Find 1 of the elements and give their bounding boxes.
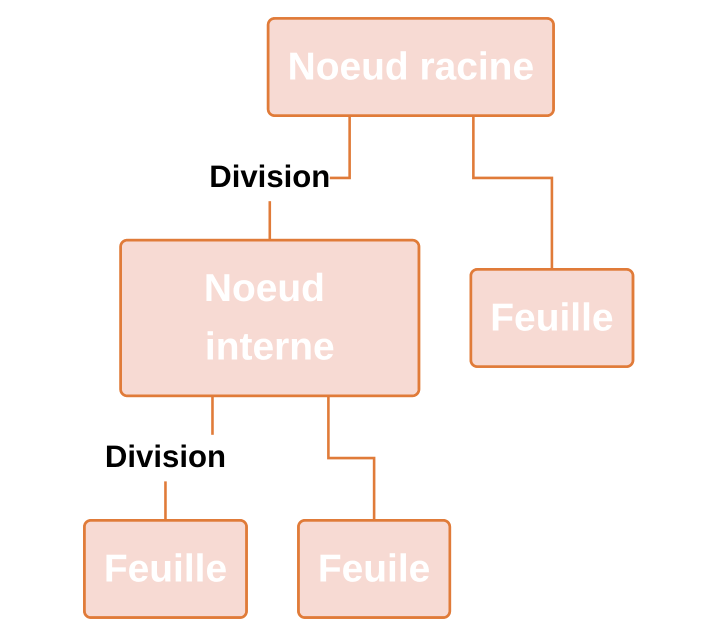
edge-label: Division [210,160,331,195]
